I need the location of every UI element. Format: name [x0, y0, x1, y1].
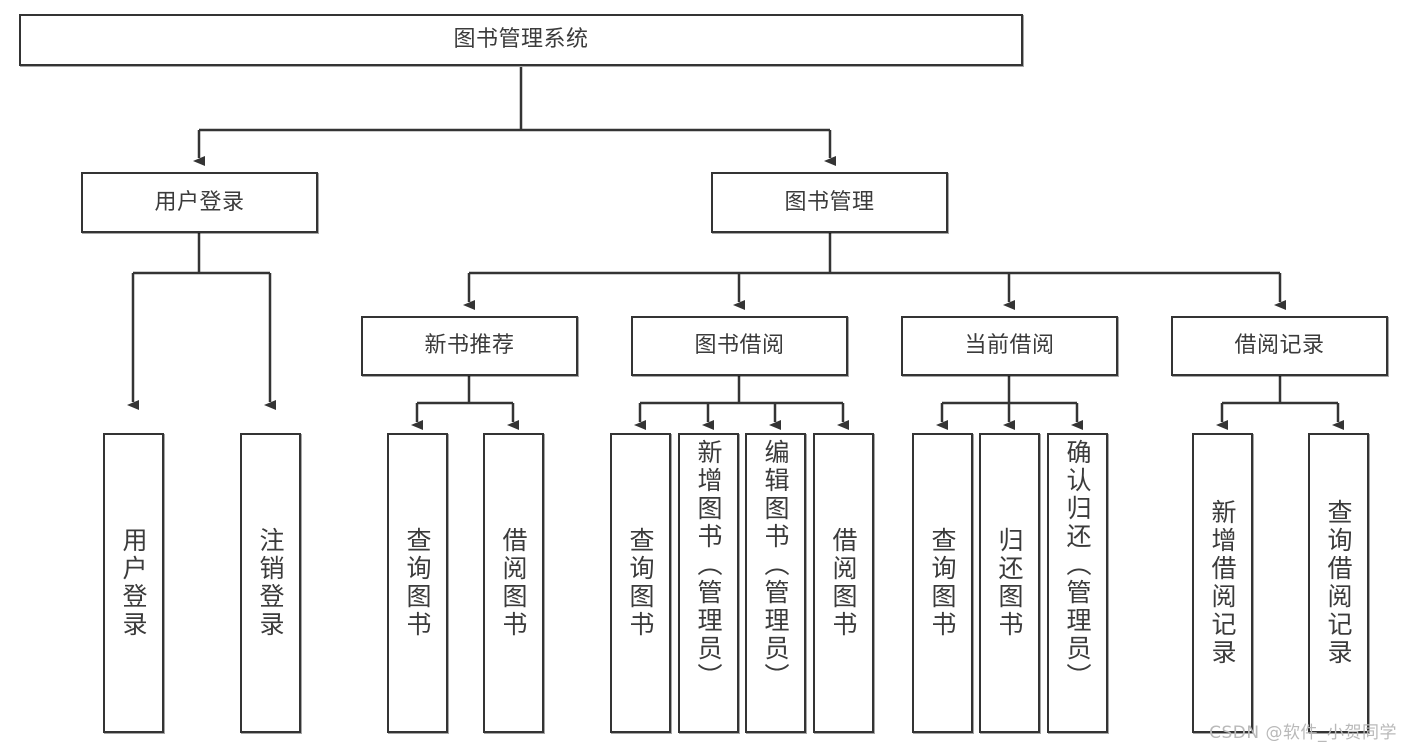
node-label: 确认归还（管理员） — [1063, 439, 1092, 691]
leaf-user-login-login[interactable]: 用户登录 — [103, 433, 164, 733]
node-current-borrow[interactable]: 当前借阅 — [901, 316, 1118, 376]
node-label: 新增图书（管理员） — [694, 439, 723, 691]
leaf-new-book-borrow-book[interactable]: 借阅图书 — [483, 433, 544, 733]
node-book-management[interactable]: 图书管理 — [711, 172, 948, 233]
node-user-login[interactable]: 用户登录 — [81, 172, 318, 233]
leaf-book-borrow-edit-book-admin[interactable]: 编辑图书（管理员） — [745, 433, 806, 733]
node-label: 查询图书 — [626, 527, 655, 639]
node-label: 当前借阅 — [964, 333, 1055, 359]
node-borrow-record[interactable]: 借阅记录 — [1171, 316, 1388, 376]
node-label: 归还图书 — [995, 527, 1024, 639]
node-book-borrow[interactable]: 图书借阅 — [631, 316, 848, 376]
node-label: 用户登录 — [119, 527, 148, 639]
leaf-current-borrow-return-book[interactable]: 归还图书 — [979, 433, 1040, 733]
leaf-user-login-logout[interactable]: 注销登录 — [240, 433, 301, 733]
node-label: 借阅记录 — [1234, 333, 1325, 359]
leaf-book-borrow-borrow-book[interactable]: 借阅图书 — [813, 433, 874, 733]
leaf-current-borrow-confirm-return-admin[interactable]: 确认归还（管理员） — [1047, 433, 1108, 733]
node-label: 查询图书 — [403, 527, 432, 639]
watermark-text: CSDN @软件_小贺同学 — [1209, 723, 1397, 743]
leaf-new-book-query-book[interactable]: 查询图书 — [387, 433, 448, 733]
node-label: 注销登录 — [256, 527, 285, 639]
leaf-book-borrow-add-book-admin[interactable]: 新增图书（管理员） — [678, 433, 739, 733]
node-root-system[interactable]: 图书管理系统 — [19, 14, 1023, 66]
node-label: 用户登录 — [154, 189, 245, 215]
node-label: 图书管理 — [784, 189, 875, 215]
node-label: 图书管理系统 — [453, 27, 589, 53]
node-new-book-recommend[interactable]: 新书推荐 — [361, 316, 578, 376]
leaf-current-borrow-query-book[interactable]: 查询图书 — [912, 433, 973, 733]
node-label: 查询图书 — [928, 527, 957, 639]
node-label: 借阅图书 — [829, 527, 858, 639]
node-label: 图书借阅 — [694, 333, 785, 359]
node-label: 新增借阅记录 — [1208, 499, 1237, 667]
node-label: 新书推荐 — [424, 333, 515, 359]
node-label: 借阅图书 — [499, 527, 528, 639]
node-label: 查询借阅记录 — [1324, 499, 1353, 667]
node-label: 编辑图书（管理员） — [761, 439, 790, 691]
leaf-borrow-record-query-record[interactable]: 查询借阅记录 — [1308, 433, 1369, 733]
leaf-book-borrow-query-book[interactable]: 查询图书 — [610, 433, 671, 733]
leaf-borrow-record-add-record[interactable]: 新增借阅记录 — [1192, 433, 1253, 733]
